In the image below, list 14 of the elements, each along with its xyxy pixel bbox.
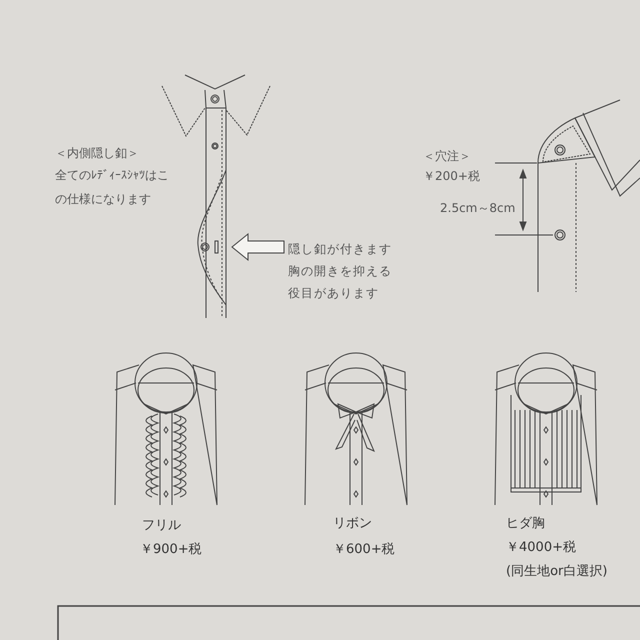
dimension-label: 2.5cm～8cm — [440, 200, 516, 217]
note-text: (同生地or白選択) — [506, 563, 608, 581]
block-arrow — [231, 232, 284, 262]
price-text: ￥4000+税 — [506, 539, 576, 557]
price-text: ￥900+税 — [140, 541, 202, 559]
heading-text: ＜内側隠し釦＞ — [55, 145, 139, 162]
note-text: 全てのﾚﾃﾞｨｰｽｼｬﾂはこの仕様になります — [55, 167, 170, 208]
price-text: ￥600+税 — [333, 541, 395, 559]
option-name: ヒダ胸 — [506, 515, 545, 533]
note-text: 隠し釦が付きます胸の開きを抑える役目があります — [288, 238, 394, 304]
heading-text: ＜穴注＞ — [423, 148, 471, 165]
option-name: フリル — [142, 517, 181, 535]
option-name: リボン — [333, 515, 372, 533]
price-text: ￥200+税 — [423, 168, 480, 185]
